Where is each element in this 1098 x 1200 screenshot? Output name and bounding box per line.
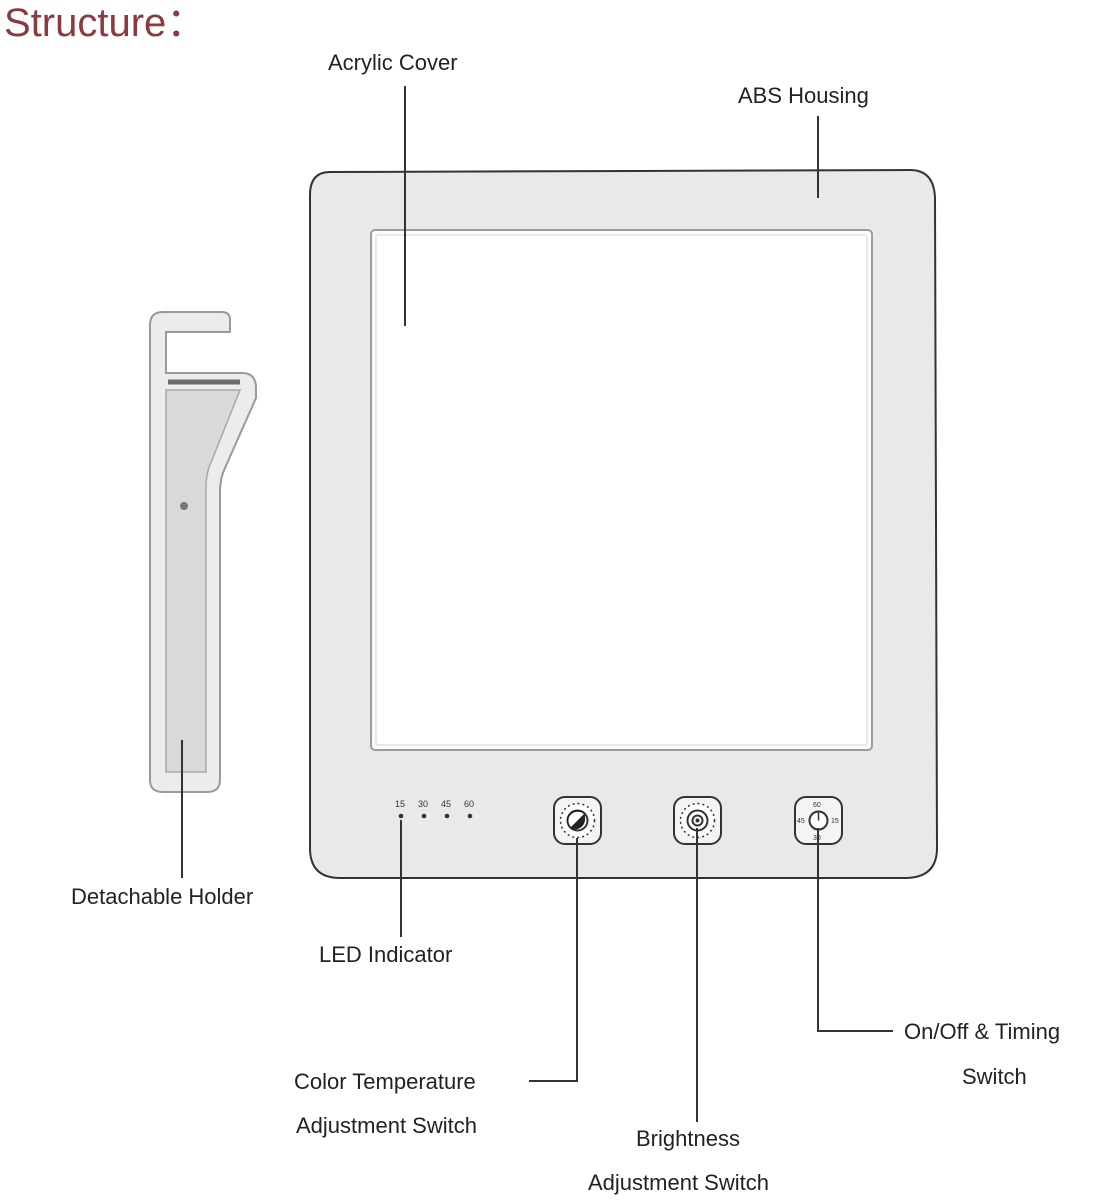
label-onoff-1: On/Off & Timing <box>904 1019 1060 1044</box>
label-abs-housing: ABS Housing <box>738 83 869 108</box>
timer-tick-left: 45 <box>797 818 805 825</box>
led-dot <box>444 813 450 819</box>
label-led-indicator: LED Indicator <box>319 942 452 967</box>
leader-color-temperature <box>529 838 578 1082</box>
led-dot <box>467 813 473 819</box>
label-brightness-2: Adjustment Switch <box>588 1170 769 1195</box>
label-brightness-1: Brightness <box>636 1126 740 1151</box>
label-onoff-2: Switch <box>962 1064 1027 1089</box>
brightness-knob[interactable] <box>673 796 722 845</box>
leader-onoff-timing <box>817 828 893 1032</box>
label-acrylic-cover: Acrylic Cover <box>328 50 458 75</box>
led-indicator: 15 30 45 60 <box>395 799 474 819</box>
light-panel: 15 30 45 60 <box>309 168 939 879</box>
label-color-temperature-2: Adjustment Switch <box>296 1113 477 1138</box>
detachable-holder <box>149 311 257 793</box>
timer-tick-bottom: 30 <box>813 835 821 842</box>
diagram-title: Structure： <box>4 1 206 45</box>
leader-lines <box>181 86 893 1122</box>
led-tick-label: 30 <box>418 799 428 809</box>
led-tick-label: 60 <box>464 799 474 809</box>
led-dot <box>421 813 427 819</box>
led-dot <box>398 813 404 819</box>
color-temperature-knob[interactable] <box>553 796 602 845</box>
led-tick-label: 45 <box>441 799 451 809</box>
led-tick-label: 15 <box>395 799 405 809</box>
label-color-temperature-1: Color Temperature <box>294 1069 476 1094</box>
timer-tick-top: 60 <box>813 802 821 809</box>
label-detachable-holder: Detachable Holder <box>71 884 253 909</box>
timer-tick-right: 15 <box>831 818 839 825</box>
